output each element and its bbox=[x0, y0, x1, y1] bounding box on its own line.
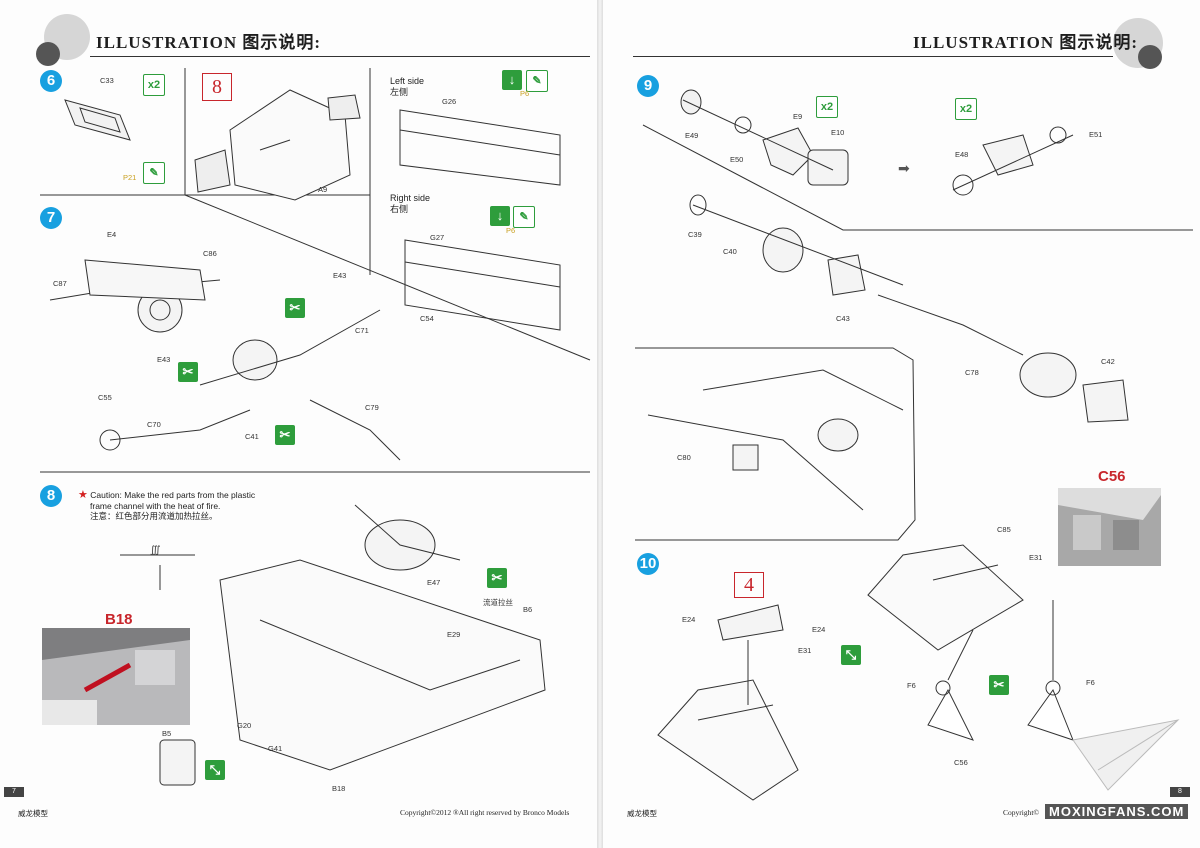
expand-arrows-icon: ⤡ bbox=[205, 760, 225, 780]
part-label: G27 bbox=[430, 233, 445, 242]
flow-label: 流道拉丝 bbox=[483, 598, 513, 607]
part-label: E51 bbox=[1089, 130, 1103, 139]
page-number-right: 8 bbox=[1170, 787, 1190, 797]
arrow-down-icon: ↓ bbox=[490, 206, 510, 226]
page-number-left: 7 bbox=[4, 787, 24, 797]
step-7-badge: 7 bbox=[40, 207, 62, 229]
left-page-drawing bbox=[40, 68, 591, 786]
right-page-drawing bbox=[635, 89, 1193, 801]
part-label: C42 bbox=[1101, 357, 1115, 366]
step-6-badge: 6 bbox=[40, 70, 62, 92]
tools-icon: ✂ bbox=[487, 568, 507, 588]
watermark: MOXINGFANS.COM bbox=[1045, 804, 1189, 819]
part-label: E43 bbox=[333, 271, 347, 280]
step-9-badge: 9 bbox=[637, 75, 659, 97]
right-page: ILLUSTRATION 图示说明: bbox=[603, 0, 1200, 848]
copyright-right: Copyright© bbox=[1003, 808, 1040, 817]
part-label: E24 bbox=[812, 625, 826, 634]
part-label: C86 bbox=[203, 249, 217, 258]
glue-icon: ✎ bbox=[143, 162, 165, 184]
x2-tag: x2 bbox=[816, 96, 838, 118]
tools-icon: ✂ bbox=[275, 425, 295, 445]
part-label: C43 bbox=[836, 314, 850, 323]
part-label: P21 bbox=[123, 173, 137, 182]
step-8-badge: 8 bbox=[40, 485, 62, 507]
header-rule bbox=[633, 56, 1113, 57]
part-label: E24 bbox=[682, 615, 696, 624]
part-label: C33 bbox=[100, 76, 114, 85]
part-label: E9 bbox=[793, 112, 803, 121]
header-decor-dot bbox=[1138, 45, 1162, 69]
part-label: P6 bbox=[520, 89, 530, 98]
step-10-badge: 10 bbox=[637, 553, 659, 575]
page-title: ILLUSTRATION 图示说明: bbox=[96, 33, 322, 52]
star-icon: ★ bbox=[78, 489, 88, 501]
part-label: E48 bbox=[955, 150, 969, 159]
part-label: C40 bbox=[723, 247, 737, 256]
part-label: E43 bbox=[157, 355, 171, 364]
part-label: G20 bbox=[237, 721, 252, 730]
arrow-right-icon: ➡ bbox=[898, 160, 910, 176]
part-label: G41 bbox=[268, 744, 283, 753]
part-label: C71 bbox=[355, 326, 369, 335]
tools-icon: ✂ bbox=[285, 298, 305, 318]
part-label: C87 bbox=[53, 279, 67, 288]
part-label: G26 bbox=[442, 97, 457, 106]
copyright-left: Copyright©2012 ®All right reserved by Br… bbox=[400, 808, 570, 817]
part-label: C55 bbox=[98, 393, 112, 402]
left-page: ILLUSTRATION 图示说明: bbox=[0, 0, 597, 848]
part-label: E10 bbox=[831, 128, 845, 137]
box-4: 4 bbox=[734, 572, 764, 598]
part-label: B5 bbox=[162, 729, 172, 738]
expand-arrows-icon: ⤡ bbox=[841, 645, 861, 665]
part-label: C54 bbox=[420, 314, 434, 323]
photo-label-c56: C56 bbox=[1098, 468, 1126, 485]
arrow-down-icon: ↓ bbox=[502, 70, 522, 90]
part-label: E29 bbox=[447, 630, 461, 639]
part-label: C85 bbox=[997, 525, 1011, 534]
part-label: C41 bbox=[245, 432, 259, 441]
x2-tag: x2 bbox=[955, 98, 977, 120]
caution-note: ★ Caution: Make the red parts from the p… bbox=[78, 489, 256, 522]
header-decor-dot bbox=[36, 42, 60, 66]
part-label: C79 bbox=[365, 403, 379, 412]
glue-icon: ✎ bbox=[526, 70, 548, 92]
part-label: B6 bbox=[523, 605, 533, 614]
part-label: E50 bbox=[730, 155, 744, 164]
part-label: E4 bbox=[107, 230, 117, 239]
part-label: F6 bbox=[1086, 678, 1095, 687]
tools-icon: ✂ bbox=[989, 675, 1009, 695]
brand-left: 威龙模型 bbox=[18, 809, 48, 818]
part-label: E31 bbox=[798, 646, 812, 655]
tools-icon: ✂ bbox=[178, 362, 198, 382]
page-title: ILLUSTRATION 图示说明: bbox=[913, 33, 1139, 52]
part-label: P6 bbox=[506, 226, 516, 235]
part-label: C56 bbox=[954, 758, 968, 767]
x2-tag: x2 bbox=[143, 74, 165, 96]
part-label: E49 bbox=[685, 131, 699, 140]
part-label: C39 bbox=[688, 230, 702, 239]
part-label: E47 bbox=[427, 578, 441, 587]
brand-right: 威龙模型 bbox=[627, 809, 657, 818]
part-label: A9 bbox=[318, 185, 328, 194]
box-8: 8 bbox=[202, 73, 232, 101]
header-rule bbox=[90, 56, 590, 57]
part-label: C78 bbox=[965, 368, 979, 377]
part-label: F6 bbox=[907, 681, 916, 690]
part-label: E31 bbox=[1029, 553, 1043, 562]
part-label: C80 bbox=[677, 453, 691, 462]
part-label: B18 bbox=[332, 784, 346, 793]
book-gutter bbox=[597, 0, 603, 848]
glue-icon: ✎ bbox=[513, 206, 535, 228]
part-label: C70 bbox=[147, 420, 161, 429]
photo-label-b18: B18 bbox=[105, 611, 133, 628]
heat-icon: ∭ bbox=[150, 545, 161, 556]
